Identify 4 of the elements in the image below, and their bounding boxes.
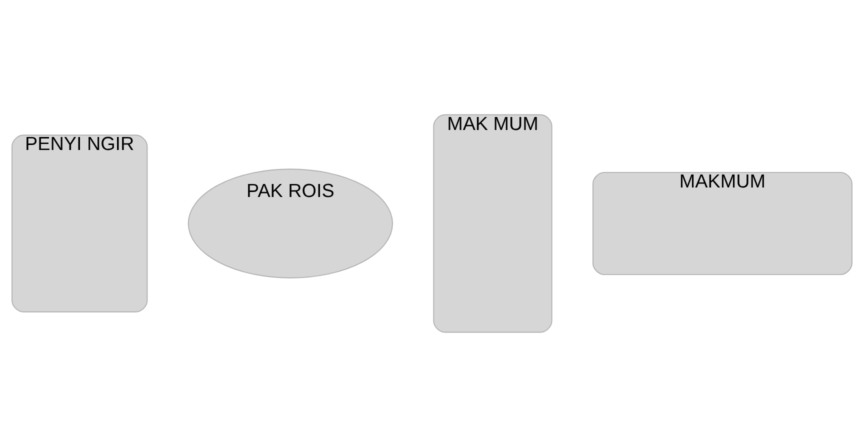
node-box: MAKMUM (592, 172, 852, 276)
node-box: MAK MUM (433, 114, 552, 333)
node-box: PENYI NGIR (12, 134, 148, 312)
node-ellipse: PAK ROIS (188, 168, 393, 278)
